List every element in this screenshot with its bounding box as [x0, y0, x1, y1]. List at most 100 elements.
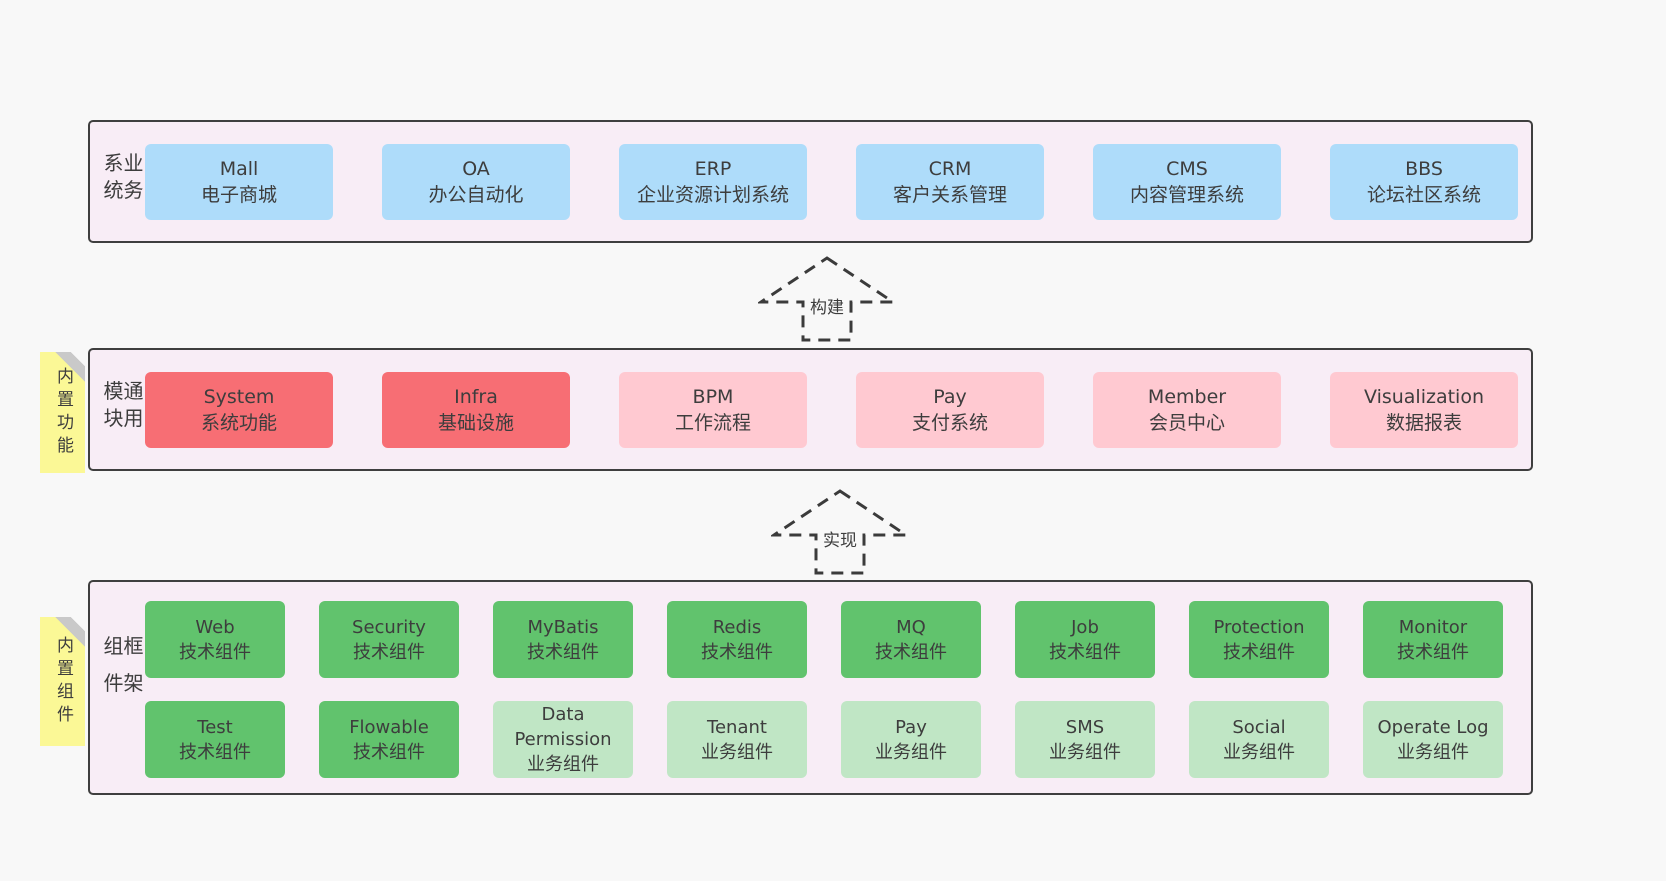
box-security-name: Security — [352, 616, 426, 638]
box-oa-desc: 办公自动化 — [428, 184, 524, 206]
box-sms-name: SMS — [1065, 716, 1105, 738]
box-infra: Infra 基础设施 — [382, 372, 570, 448]
box-mall-name: Mall — [219, 158, 259, 180]
sticky-builtin-features: 内置功能 — [40, 352, 85, 473]
box-operate-log: Operate Log 业务组件 — [1363, 701, 1503, 778]
box-mall: Mall 电子商城 — [145, 144, 333, 220]
box-system-name: System — [203, 386, 275, 408]
sticky-builtin-components-label: 内置组件 — [53, 635, 73, 728]
sticky-builtin-features-label: 内置功能 — [53, 366, 73, 459]
box-web-desc: 技术组件 — [179, 641, 251, 663]
box-visualization: Visualization 数据报表 — [1330, 372, 1518, 448]
business-systems-row: Mall 电子商城 OA 办公自动化 ERP 企业资源计划系统 CRM 客户关系… — [145, 144, 1518, 220]
band-framework-components-label: 框架组件 — [100, 634, 144, 709]
box-flowable-desc: 技术组件 — [353, 741, 425, 763]
box-system: System 系统功能 — [145, 372, 333, 448]
box-tenant: Tenant 业务组件 — [667, 701, 807, 778]
box-visualization-name: Visualization — [1363, 386, 1484, 408]
band-framework-components: 框架组件 Web 技术组件 Security 技术组件 MyBatis 技术组件… — [88, 580, 1533, 795]
common-modules-row: System 系统功能 Infra 基础设施 BPM 工作流程 Pay 支付系统… — [145, 372, 1518, 448]
box-redis: Redis 技术组件 — [667, 601, 807, 678]
box-security-desc: 技术组件 — [353, 641, 425, 663]
box-pay-component: Pay 业务组件 — [841, 701, 981, 778]
box-sms: SMS 业务组件 — [1015, 701, 1155, 778]
box-pay-component-desc: 业务组件 — [875, 741, 947, 763]
box-cms-desc: 内容管理系统 — [1129, 184, 1244, 206]
box-infra-name: Infra — [454, 386, 498, 408]
box-bbs-name: BBS — [1405, 158, 1443, 180]
box-social-name: Social — [1232, 716, 1286, 738]
band-business-systems-label: 业务系统 — [100, 151, 144, 206]
box-cms: CMS 内容管理系统 — [1093, 144, 1281, 220]
box-job: Job 技术组件 — [1015, 601, 1155, 678]
box-oa-name: OA — [462, 158, 490, 180]
box-infra-desc: 基础设施 — [437, 412, 514, 434]
box-bbs-desc: 论坛社区系统 — [1366, 184, 1481, 206]
box-crm: CRM 客户关系管理 — [856, 144, 1044, 220]
sticky-builtin-components: 内置组件 — [40, 617, 85, 746]
box-mq: MQ 技术组件 — [841, 601, 981, 678]
box-flowable-name: Flowable — [349, 716, 429, 738]
box-member: Member 会员中心 — [1093, 372, 1281, 448]
band-common-modules-label: 通用模块 — [100, 379, 144, 434]
box-bpm-name: BPM — [692, 386, 734, 408]
box-visualization-desc: 数据报表 — [1385, 412, 1462, 434]
box-sms-desc: 业务组件 — [1049, 741, 1121, 763]
box-mall-desc: 电子商城 — [200, 184, 277, 206]
box-test-name: Test — [197, 716, 233, 738]
box-tenant-name: Tenant — [707, 716, 767, 738]
box-flowable: Flowable 技术组件 — [319, 701, 459, 778]
box-mybatis-name: MyBatis — [527, 616, 599, 638]
band-business-systems: 业务系统 Mall 电子商城 OA 办公自动化 ERP 企业资源计划系统 CRM… — [88, 120, 1533, 243]
box-job-desc: 技术组件 — [1049, 641, 1121, 663]
box-erp-desc: 企业资源计划系统 — [636, 184, 789, 206]
box-tenant-desc: 业务组件 — [701, 741, 773, 763]
up-block-arrow-icon — [758, 256, 896, 342]
box-bpm-desc: 工作流程 — [674, 412, 751, 434]
box-erp-name: ERP — [694, 158, 732, 180]
box-protection-name: Protection — [1213, 616, 1305, 638]
box-data-permission-desc: 业务组件 — [527, 754, 599, 775]
box-test: Test 技术组件 — [145, 701, 285, 778]
box-monitor: Monitor 技术组件 — [1363, 601, 1503, 678]
box-oa: OA 办公自动化 — [382, 144, 570, 220]
box-mybatis-desc: 技术组件 — [527, 641, 599, 663]
framework-components-row-2: Test 技术组件 Flowable 技术组件 Data Permission … — [145, 701, 1503, 778]
build-arrow: 构建 — [758, 255, 896, 343]
box-social-desc: 业务组件 — [1223, 741, 1295, 763]
box-protection-desc: 技术组件 — [1223, 641, 1295, 663]
box-mybatis: MyBatis 技术组件 — [493, 601, 633, 678]
box-bpm: BPM 工作流程 — [619, 372, 807, 448]
box-operate-log-desc: 业务组件 — [1397, 741, 1469, 763]
box-job-name: Job — [1071, 616, 1099, 638]
box-redis-desc: 技术组件 — [701, 641, 773, 663]
box-data-permission-name: Data Permission — [514, 704, 612, 750]
box-mq-name: MQ — [896, 616, 926, 638]
box-cms-name: CMS — [1166, 158, 1208, 180]
box-monitor-name: Monitor — [1398, 616, 1468, 638]
box-monitor-desc: 技术组件 — [1397, 641, 1469, 663]
box-system-desc: 系统功能 — [200, 412, 277, 434]
box-erp: ERP 企业资源计划系统 — [619, 144, 807, 220]
up-block-arrow-icon — [771, 489, 909, 575]
box-test-desc: 技术组件 — [179, 741, 251, 763]
box-web: Web 技术组件 — [145, 601, 285, 678]
band-common-modules: 通用模块 System 系统功能 Infra 基础设施 BPM 工作流程 Pay… — [88, 348, 1533, 471]
box-social: Social 业务组件 — [1189, 701, 1329, 778]
box-bbs: BBS 论坛社区系统 — [1330, 144, 1518, 220]
box-pay-module-desc: 支付系统 — [911, 412, 988, 434]
box-crm-desc: 客户关系管理 — [892, 184, 1007, 206]
box-member-desc: 会员中心 — [1148, 412, 1225, 434]
framework-components-row-1: Web 技术组件 Security 技术组件 MyBatis 技术组件 Redi… — [145, 601, 1503, 678]
box-security: Security 技术组件 — [319, 601, 459, 678]
box-member-name: Member — [1147, 386, 1227, 408]
box-pay-component-name: Pay — [895, 716, 927, 738]
implement-arrow: 实现 — [771, 488, 909, 576]
box-pay-module: Pay 支付系统 — [856, 372, 1044, 448]
build-arrow-label: 构建 — [808, 293, 846, 318]
box-mq-desc: 技术组件 — [875, 641, 947, 663]
box-web-name: Web — [195, 616, 235, 638]
box-operate-log-name: Operate Log — [1377, 716, 1489, 738]
implement-arrow-label: 实现 — [821, 526, 859, 551]
